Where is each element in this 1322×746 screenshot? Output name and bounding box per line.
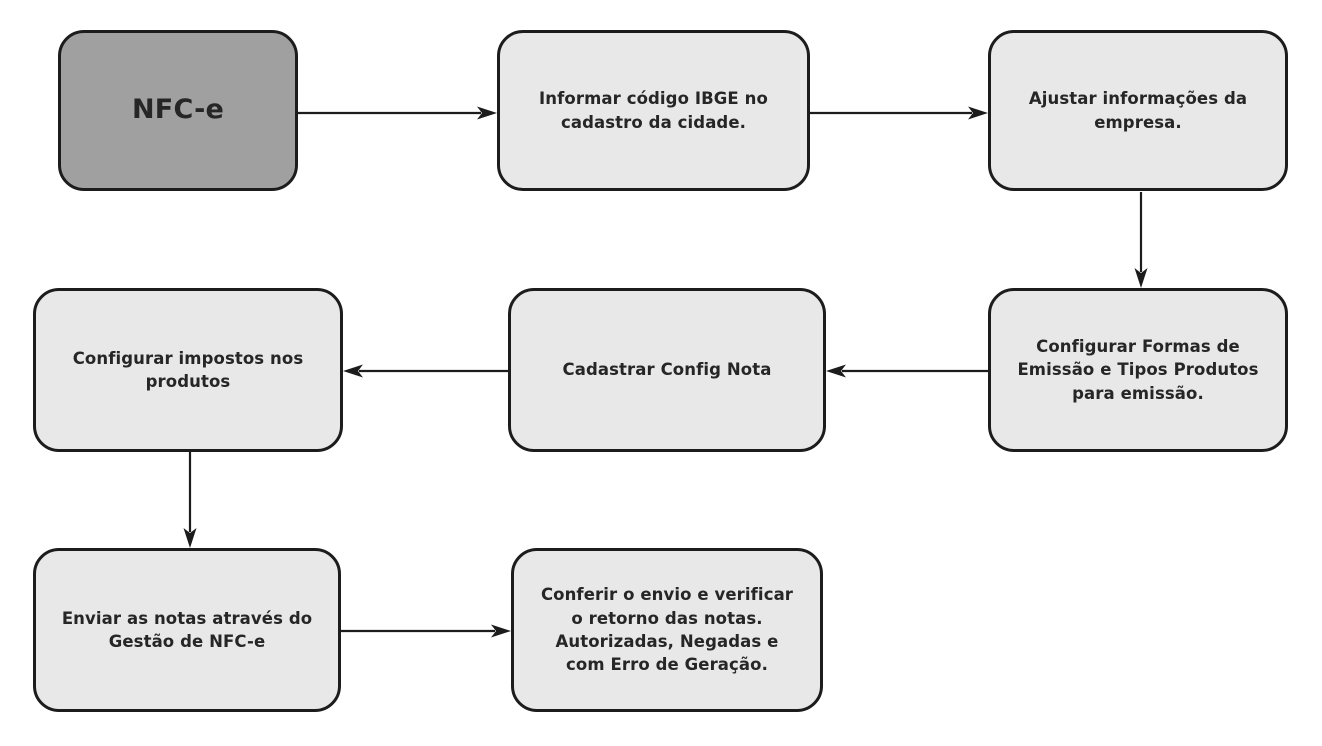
flow-node-label: Cadastrar Config Nota	[562, 360, 772, 380]
flow-node-conferir[interactable]: Conferir o envio e verificar o retorno d…	[511, 548, 823, 712]
flow-node-label: Informar código IBGE no cadastro da cida…	[539, 89, 768, 132]
arrowhead-icon	[968, 106, 988, 120]
flow-node-nfce[interactable]: NFC-e	[58, 30, 298, 191]
arrowhead-icon	[343, 364, 363, 378]
arrowhead-icon	[183, 528, 197, 548]
flow-node-label: Conferir o envio e verificar o retorno d…	[540, 585, 794, 675]
flow-edge-e4	[826, 364, 988, 378]
flow-node-label: Configurar Formas de Emissão e Tipos Pro…	[1017, 336, 1259, 403]
flow-node-impostos[interactable]: Configurar impostos nos produtos	[33, 288, 343, 452]
flow-node-ibge[interactable]: Informar código IBGE no cadastro da cida…	[497, 30, 810, 191]
flow-edge-e2	[810, 106, 988, 120]
arrowhead-icon	[477, 106, 497, 120]
flow-node-enviar-notas[interactable]: Enviar as notas através do Gestão de NFC…	[33, 548, 341, 712]
flow-node-empresa[interactable]: Ajustar informações da empresa.	[988, 30, 1288, 191]
flow-node-label: Enviar as notas através do Gestão de NFC…	[61, 608, 313, 651]
flow-node-config-nota[interactable]: Cadastrar Config Nota	[508, 288, 826, 452]
arrowhead-icon	[1134, 268, 1148, 288]
flow-node-label: Configurar impostos nos produtos	[72, 348, 304, 391]
flow-edge-e7	[341, 624, 511, 638]
flow-edge-e1	[298, 106, 497, 120]
arrowhead-icon	[491, 624, 511, 638]
flow-edge-e3	[1134, 192, 1148, 288]
flow-edge-e6	[183, 452, 197, 548]
arrowhead-icon	[826, 364, 846, 378]
flow-edge-e5	[343, 364, 508, 378]
flow-node-label: NFC-e	[132, 94, 224, 126]
flow-node-formas-emissao[interactable]: Configurar Formas de Emissão e Tipos Pro…	[988, 288, 1288, 452]
flow-node-label: Ajustar informações da empresa.	[1028, 89, 1248, 132]
